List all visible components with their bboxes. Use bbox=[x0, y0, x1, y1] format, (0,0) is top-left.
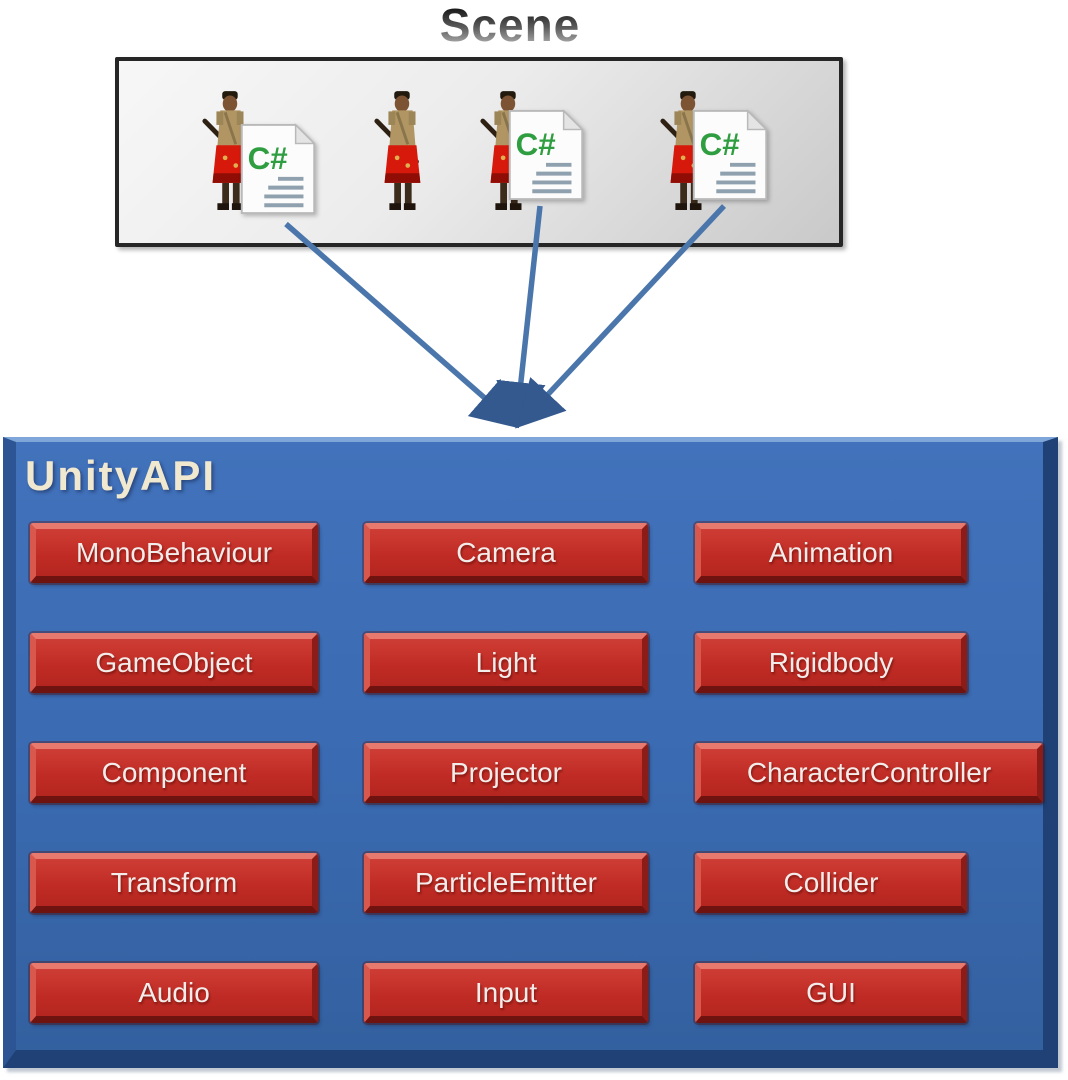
csharp-script-icon-4: C# bbox=[692, 109, 769, 201]
api-node-input: Input bbox=[364, 963, 648, 1023]
api-node-transform: Transform bbox=[30, 853, 318, 913]
api-node-projector: Projector bbox=[364, 743, 648, 803]
api-node-rigidbody: Rigidbody bbox=[695, 633, 967, 693]
scene-title: Scene bbox=[380, 0, 640, 52]
api-node-monobehaviour: MonoBehaviour bbox=[30, 523, 318, 583]
arrow-script1-to-api bbox=[284, 221, 520, 429]
csharp-label: C# bbox=[516, 127, 556, 162]
api-node-component: Component bbox=[30, 743, 318, 803]
api-node-camera: Camera bbox=[364, 523, 648, 583]
api-node-gui: GUI bbox=[695, 963, 967, 1023]
api-node-gameobject: GameObject bbox=[30, 633, 318, 693]
csharp-script-icon-1: C# bbox=[240, 123, 317, 215]
api-node-audio: Audio bbox=[30, 963, 318, 1023]
warrior-sprite-1 bbox=[202, 91, 249, 210]
csharp-label: C# bbox=[700, 127, 740, 162]
api-node-charactercontroller: CharacterController bbox=[695, 743, 1043, 803]
scene-panel: C# C# C# bbox=[115, 57, 843, 247]
api-node-animation: Animation bbox=[695, 523, 967, 583]
csharp-label: C# bbox=[248, 141, 288, 176]
api-node-light: Light bbox=[364, 633, 648, 693]
api-node-particleemitter: ParticleEmitter bbox=[364, 853, 648, 913]
api-node-collider: Collider bbox=[695, 853, 967, 913]
unity-api-title: UnityAPI bbox=[25, 452, 217, 499]
csharp-script-icon-3: C# bbox=[508, 109, 585, 201]
warrior-sprite-2 bbox=[374, 91, 421, 210]
unity-api-panel: UnityAPI MonoBehaviour Camera Animation … bbox=[3, 437, 1058, 1068]
